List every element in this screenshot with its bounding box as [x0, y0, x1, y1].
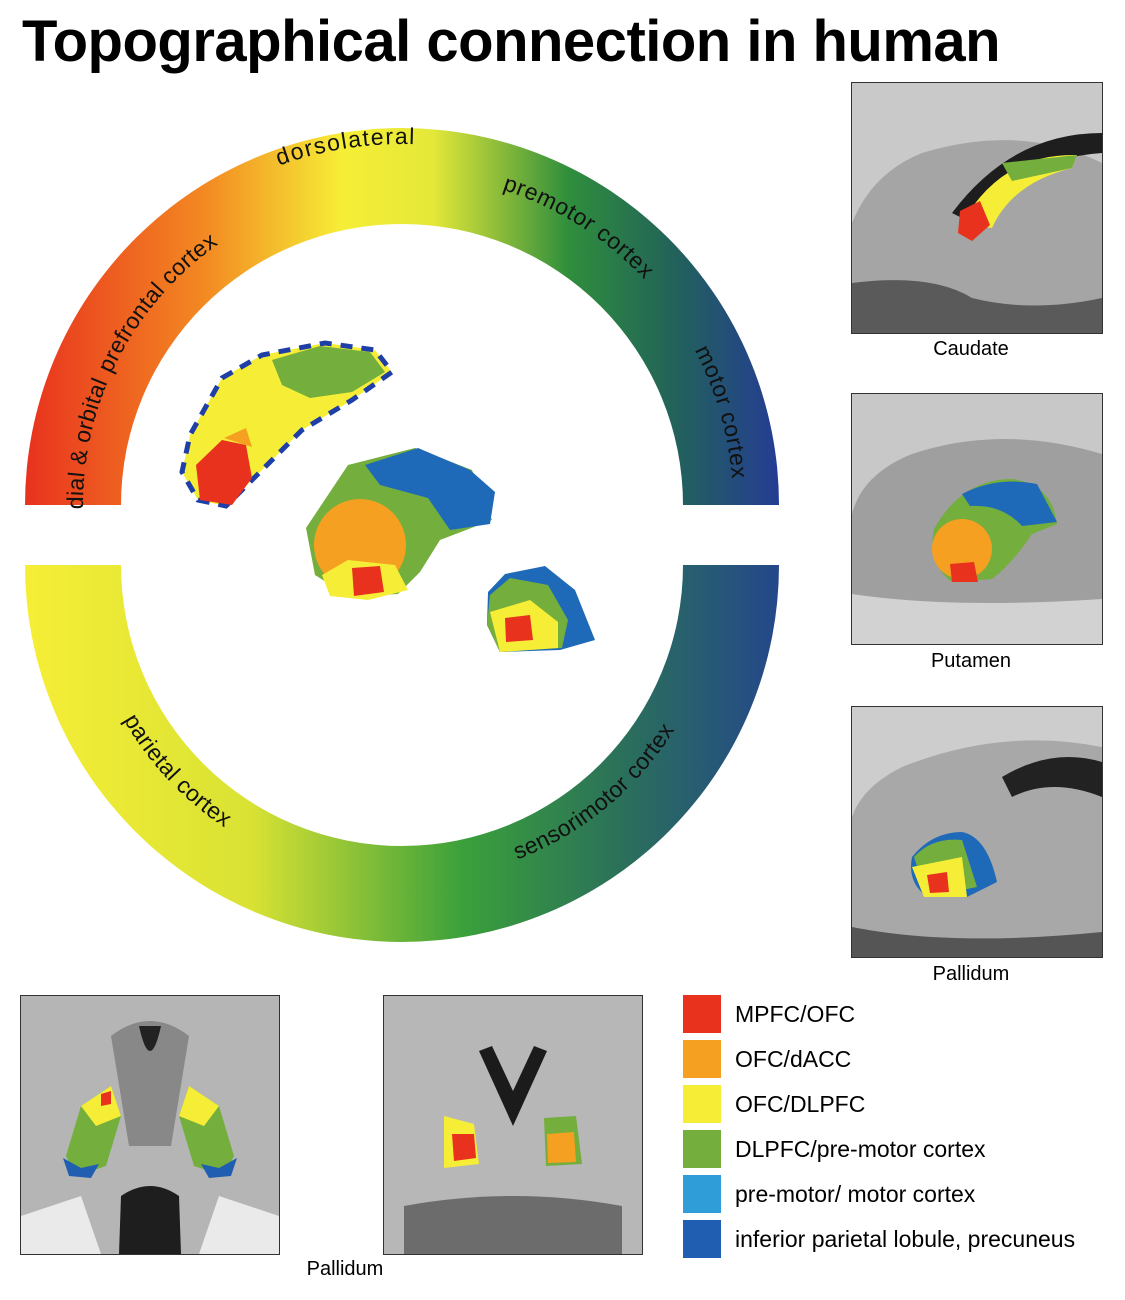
legend-label: pre-motor/ motor cortex [735, 1181, 976, 1207]
caudate-scan [851, 82, 1103, 334]
legend-swatch [683, 1130, 721, 1168]
topography-diagram: medial & orbital prefrontal cortex dorso… [0, 0, 779, 942]
legend-swatch [683, 1220, 721, 1258]
upper-ring-arc [25, 128, 779, 505]
caption-pallidum-axial: Pallidum [306, 1258, 384, 1280]
legend-swatch [683, 1085, 721, 1123]
legend-label: OFC/DLPFC [735, 1091, 866, 1117]
legend-label: inferior parietal lobule, precuneus [735, 1226, 1076, 1252]
legend-label: DLPFC/pre-motor cortex [735, 1136, 986, 1162]
legend-swatch [683, 1175, 721, 1213]
caption-pallidum-sagittal: Pallidum [932, 963, 1010, 985]
caption-caudate: Caudate [933, 338, 1009, 360]
lower-ring-arc [25, 565, 779, 942]
putamen-scan [851, 393, 1103, 645]
figure-title: Topographical connection in human [22, 9, 1001, 74]
legend-swatch [683, 995, 721, 1033]
legend-label: MPFC/OFC [735, 1001, 856, 1027]
pallidum-coronal-scan [383, 995, 643, 1255]
putamen-shape [306, 448, 495, 600]
pallidum-axial-scan [20, 995, 280, 1255]
legend-swatch [683, 1040, 721, 1078]
pallidum-sagittal-scan [851, 706, 1103, 958]
caudate-shape [179, 340, 396, 509]
pallidum-shape [487, 566, 595, 652]
caption-putamen: Putamen [930, 650, 1012, 672]
legend-label: OFC/dACC [735, 1046, 852, 1072]
